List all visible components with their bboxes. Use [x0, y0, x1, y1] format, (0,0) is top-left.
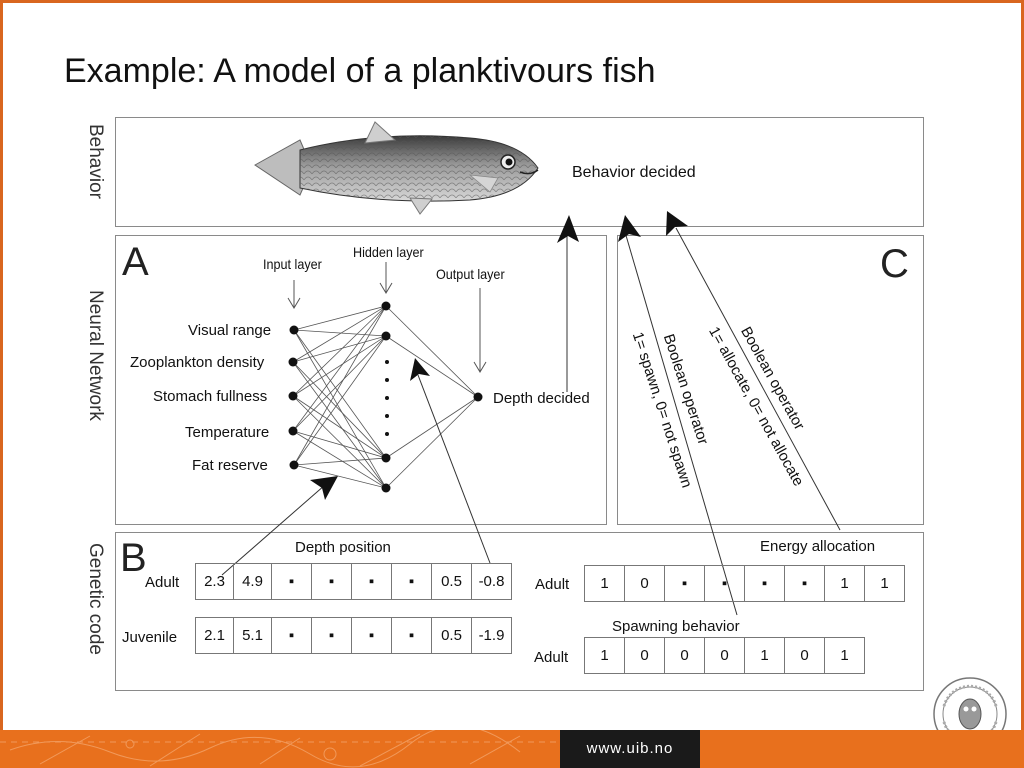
- gene-cell: -0.8: [471, 563, 512, 600]
- gene-cell: 0: [624, 565, 665, 602]
- gene-cell: 0: [664, 637, 705, 674]
- behavior-decided-label: Behavior decided: [572, 164, 696, 181]
- gene-cell: ▪: [784, 565, 825, 602]
- gene-cell: 0: [624, 637, 665, 674]
- gene-cell: 1: [584, 637, 625, 674]
- footer-bar: [0, 730, 1024, 768]
- gene-cell: ▪: [271, 617, 312, 654]
- gene-cell: 1: [824, 565, 865, 602]
- hidden-layer-label: Hidden layer: [353, 244, 424, 260]
- gene-cell: ▪: [391, 617, 432, 654]
- gene-cell: -1.9: [471, 617, 512, 654]
- gene-cell: 2.1: [195, 617, 234, 654]
- gene-cell: ▪: [311, 563, 352, 600]
- flow-arrows: [221, 211, 841, 616]
- gene-cell: 0: [704, 637, 745, 674]
- gene-cell: 1: [864, 565, 905, 602]
- spawning-adult-genes: 1 0 0 0 1 0 1: [584, 637, 865, 674]
- footer-url-link[interactable]: www.uib.no: [560, 730, 700, 768]
- depth-position-label: Depth position: [295, 539, 391, 556]
- gene-cell: 4.9: [233, 563, 272, 600]
- gene-cell: ▪: [311, 617, 352, 654]
- energy-allocation-label: Energy allocation: [760, 538, 876, 555]
- panel-letter-c: C: [880, 242, 909, 286]
- depth-juvenile-genes: 2.1 5.1 ▪ ▪ ▪ ▪ 0.5 -1.9: [195, 617, 512, 654]
- gene-cell: 5.1: [233, 617, 272, 654]
- gene-cell: 1: [824, 637, 865, 674]
- gene-cell: 0: [784, 637, 825, 674]
- input-fat-reserve: Fat reserve: [192, 457, 268, 474]
- network-nodes: [288, 301, 483, 493]
- input-layer-label: Input layer: [263, 256, 322, 272]
- network-connections: [292, 305, 479, 489]
- depth-juvenile-label: Juvenile: [122, 629, 178, 646]
- gene-cell: ▪: [351, 563, 392, 600]
- energy-adult-genes: 1 0 ▪ ▪ ▪ ▪ 1 1: [584, 565, 905, 602]
- gene-cell: 1: [584, 565, 625, 602]
- panel-letter-b: B: [120, 536, 147, 580]
- gene-cell: ▪: [664, 565, 705, 602]
- fish-illustration: [254, 121, 539, 215]
- gene-cell: ▪: [744, 565, 785, 602]
- input-zooplankton-density: Zooplankton density: [130, 354, 265, 371]
- output-layer-label: Output layer: [436, 266, 505, 282]
- depth-adult-genes: 2.3 4.9 ▪ ▪ ▪ ▪ 0.5 -0.8: [195, 563, 512, 600]
- gene-cell: 0.5: [431, 617, 472, 654]
- gene-cell: ▪: [271, 563, 312, 600]
- depth-adult-label: Adult: [145, 574, 180, 591]
- input-stomach-fullness: Stomach fullness: [153, 388, 268, 405]
- energy-adult-label: Adult: [535, 576, 570, 593]
- gene-cell: ▪: [351, 617, 392, 654]
- spawning-behavior-label: Spawning behavior: [612, 618, 740, 635]
- input-temperature: Temperature: [185, 424, 270, 441]
- spawning-adult-label: Adult: [534, 649, 569, 666]
- gene-cell: ▪: [704, 565, 745, 602]
- output-depth-decided: Depth decided: [493, 390, 590, 407]
- gene-cell: ▪: [391, 563, 432, 600]
- neural-network-panel: [115, 235, 607, 525]
- input-visual-range: Visual range: [188, 322, 272, 339]
- slide-title: Example: A model of a planktivours fish: [64, 52, 656, 90]
- gene-cell: 2.3: [195, 563, 234, 600]
- gene-cell: 0.5: [431, 563, 472, 600]
- gene-cell: 1: [744, 637, 785, 674]
- panel-letter-a: A: [122, 240, 149, 284]
- footer-pattern: [0, 730, 560, 768]
- layer-pointers: [287, 262, 487, 373]
